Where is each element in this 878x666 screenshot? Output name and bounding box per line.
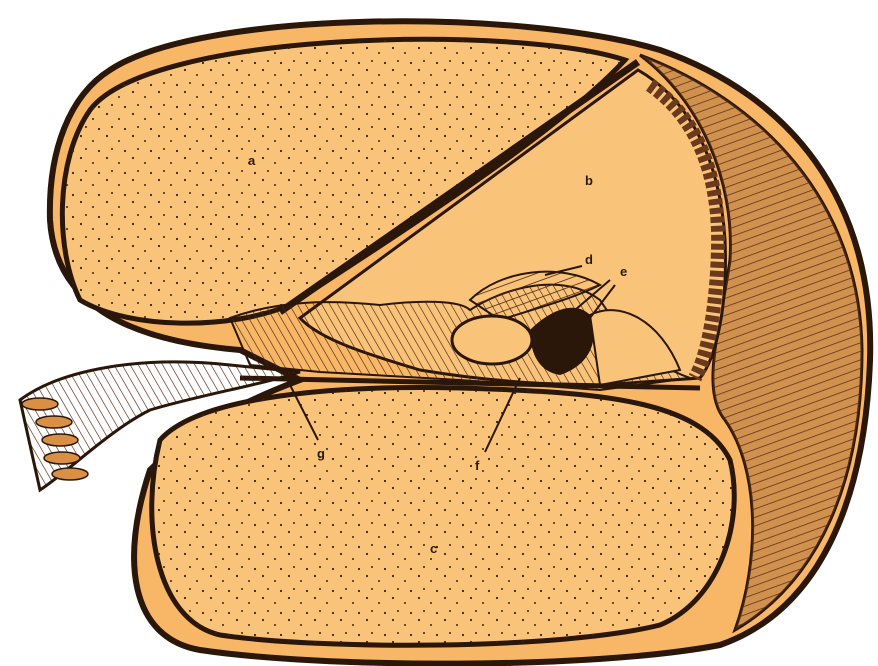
label-d: d (585, 252, 593, 267)
inner-sulcus (452, 316, 532, 364)
scala-tympani-stipple (152, 388, 735, 646)
label-g: g (317, 446, 325, 461)
label-c: c (430, 541, 437, 556)
label-a: a (248, 153, 256, 168)
label-e: e (620, 264, 627, 279)
label-b: b (585, 173, 593, 188)
label-f: f (475, 458, 480, 473)
